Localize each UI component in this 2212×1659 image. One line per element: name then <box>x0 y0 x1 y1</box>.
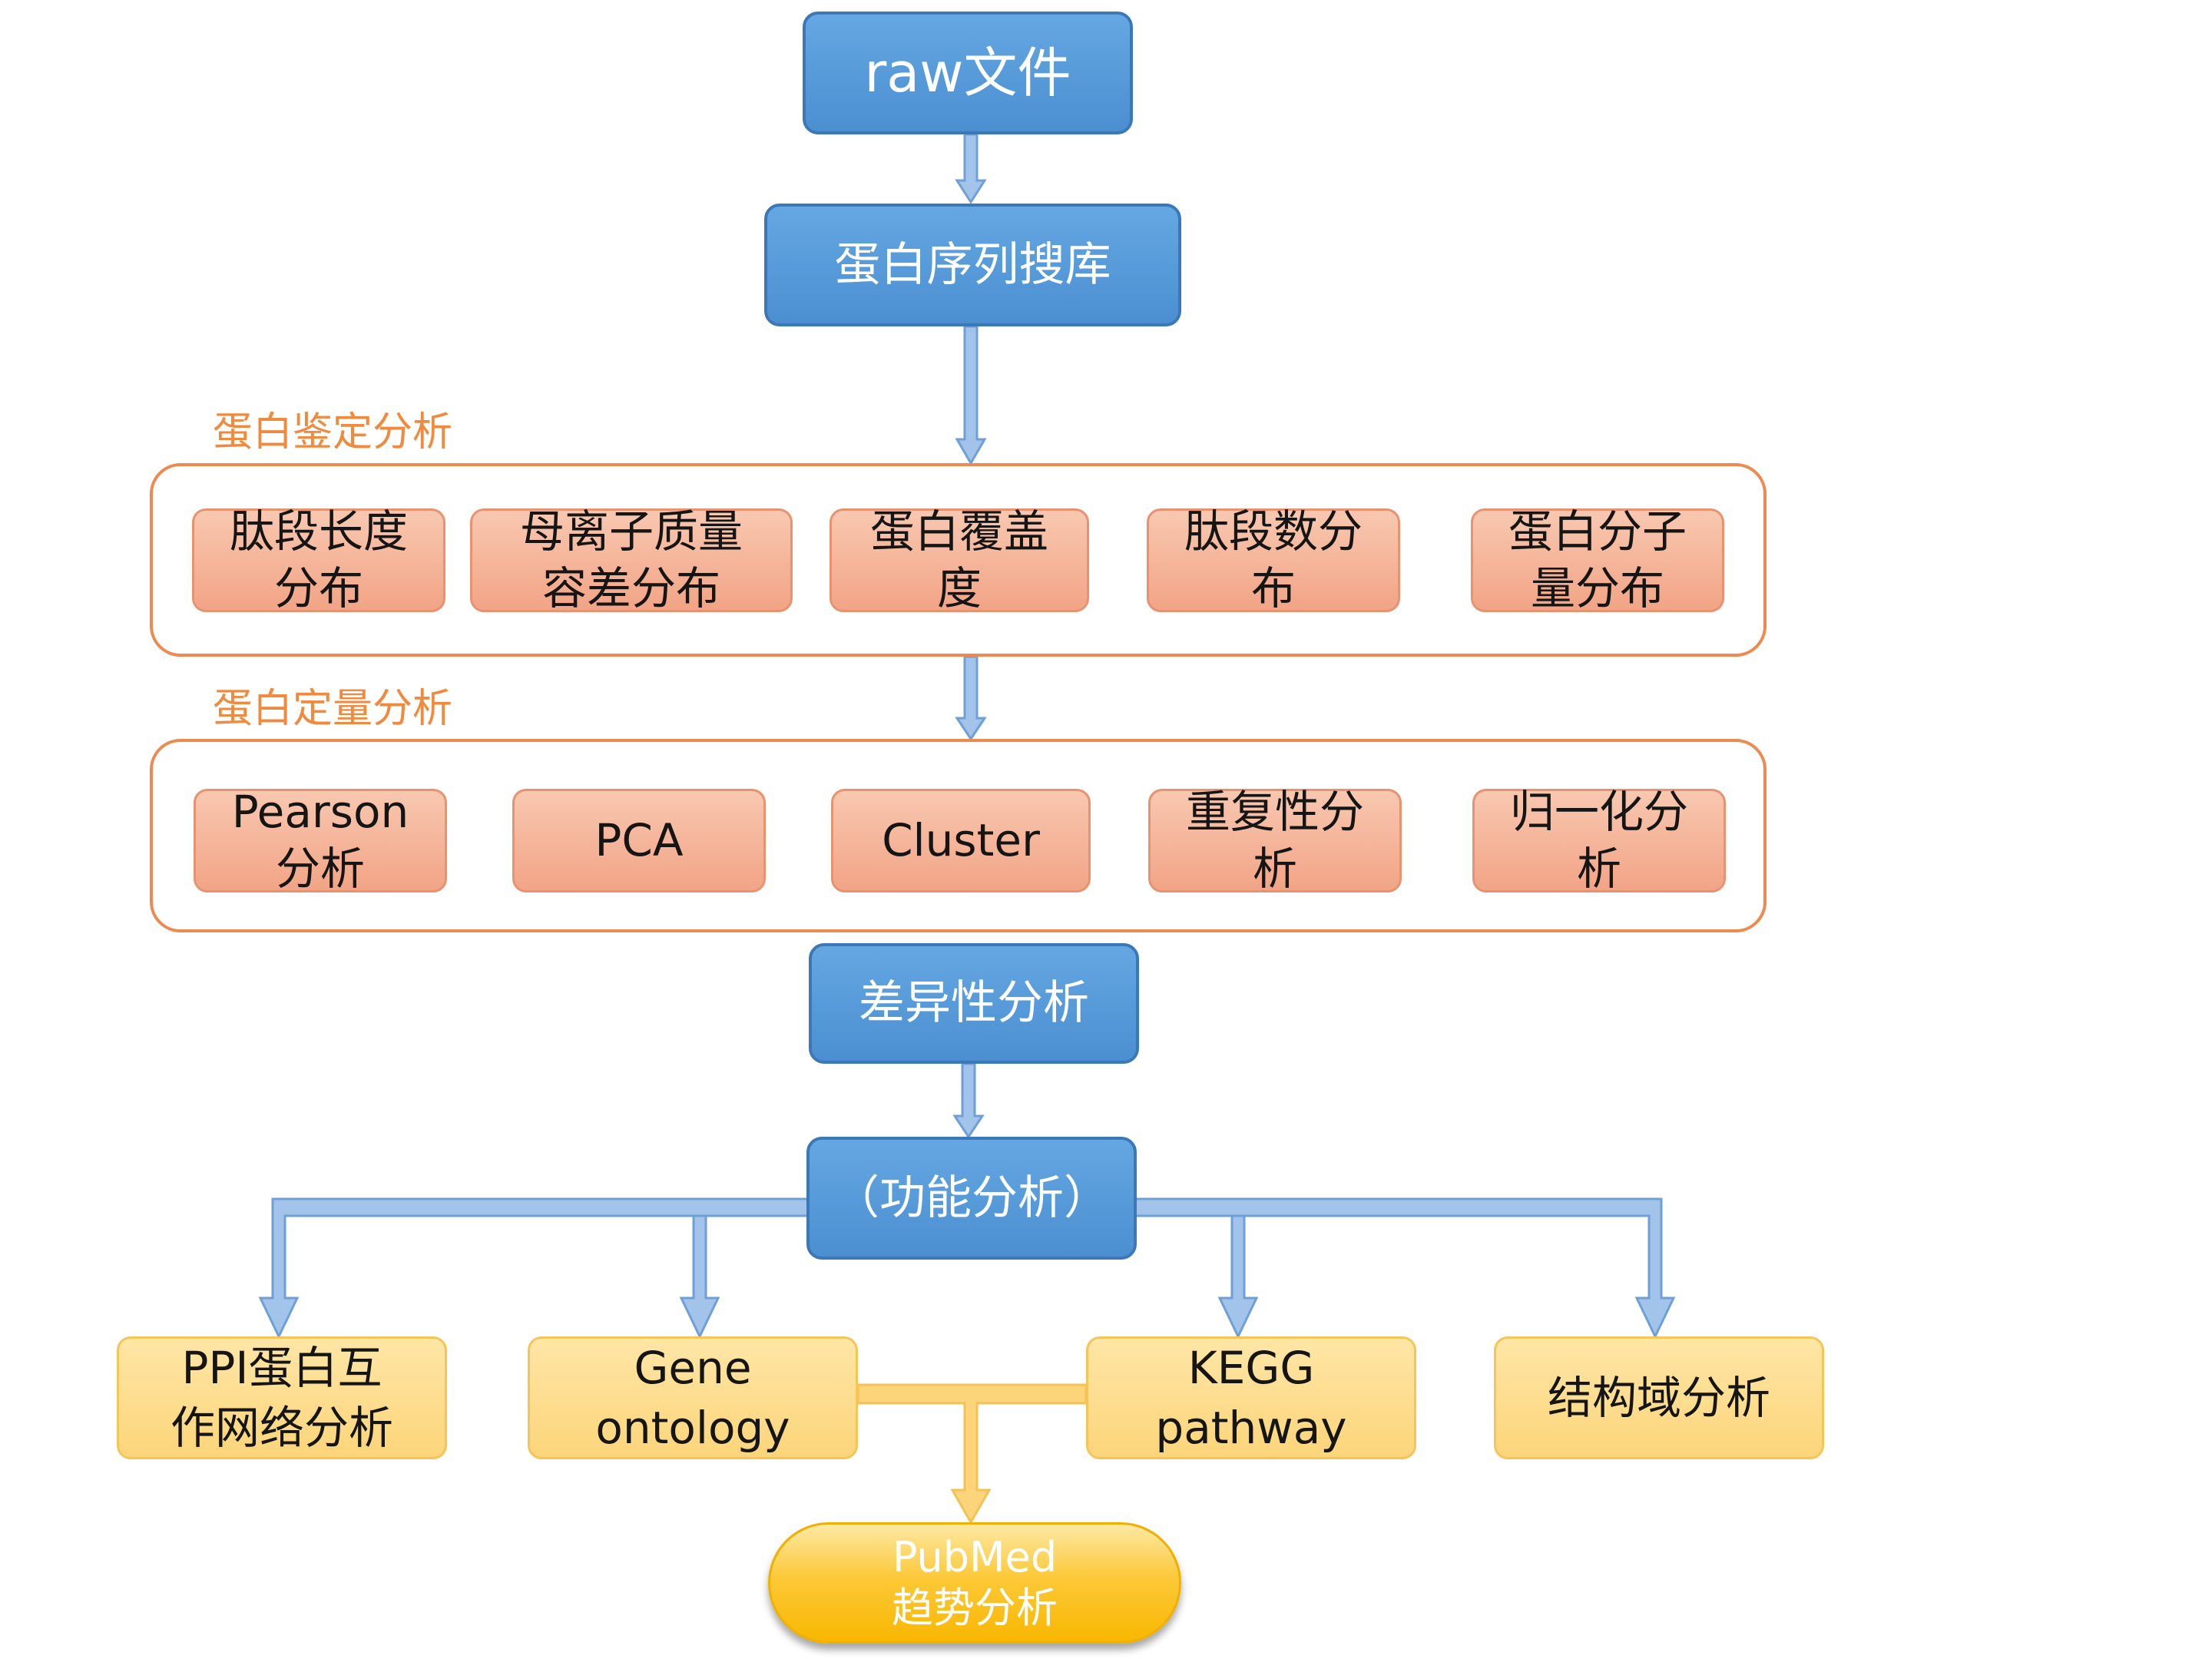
normalization-line2: 析 <box>1576 842 1621 895</box>
arrow-functional-to-domain <box>1134 1197 1676 1339</box>
functional-label: （功能分析） <box>833 1171 1110 1225</box>
pearson-line1: Pearson <box>231 785 409 838</box>
pca-node: PCA <box>512 789 766 892</box>
differential-label: 差异性分析 <box>859 976 1089 1030</box>
domain-node: 结构域分析 <box>1494 1336 1824 1459</box>
repeatability-line1: 重复性分 <box>1185 785 1364 838</box>
protein-coverage-line2: 度 <box>936 561 982 614</box>
peptide-length-node: 肽段长度分布 <box>192 505 445 614</box>
functional-node: （功能分析） <box>806 1137 1137 1260</box>
molecular-weight-line1: 蛋白分子 <box>1508 505 1687 558</box>
protein-coverage-line1: 蛋白覆盖 <box>869 505 1048 558</box>
molecular-weight-line2: 量分布 <box>1530 561 1664 614</box>
arrow-functional-to-ppi <box>258 1197 810 1339</box>
pca-label: PCA <box>594 813 684 866</box>
ppi-line2: 作网络分析 <box>170 1402 393 1454</box>
gene-ontology-node: Gene ontology <box>528 1336 858 1459</box>
ppi-node: PPI蛋白互作网络分析 <box>117 1336 447 1459</box>
cluster-node: Cluster <box>831 789 1091 892</box>
arrow-search-to-identification <box>955 325 987 465</box>
precursor-mass-line1: 母离子质量 <box>519 505 743 558</box>
arrow-differential-to-functional <box>952 1062 985 1139</box>
pubmed-line1: PubMed <box>892 1533 1058 1582</box>
raw-file-label: raw文件 <box>864 41 1071 104</box>
pubmed-line2: 趋势分析 <box>892 1584 1058 1632</box>
pearson-line2: 分析 <box>275 842 365 895</box>
raw-file-node: raw文件 <box>803 12 1133 134</box>
cluster-label: Cluster <box>882 813 1040 866</box>
repeatability-node: 重复性分析 <box>1148 786 1402 895</box>
gene-ontology-line2: ontology <box>595 1402 790 1454</box>
arrow-identification-to-quantification <box>955 655 987 741</box>
identification-section-label: 蛋白鉴定分析 <box>213 409 453 455</box>
molecular-weight-node: 蛋白分子量分布 <box>1471 505 1724 614</box>
gene-ontology-line1: Gene <box>634 1341 752 1394</box>
peptide-count-node: 肽段数分布 <box>1147 505 1400 614</box>
precursor-mass-node: 母离子质量容差分布 <box>470 505 793 614</box>
repeatability-line2: 析 <box>1252 842 1297 895</box>
search-db-label: 蛋白序列搜库 <box>834 237 1111 292</box>
kegg-line1: KEGG <box>1187 1341 1315 1394</box>
normalization-node: 归一化分析 <box>1472 786 1726 895</box>
kegg-node: KEGG pathway <box>1086 1336 1416 1459</box>
differential-node: 差异性分析 <box>809 943 1139 1064</box>
arrow-functional-to-go <box>679 1214 720 1339</box>
peptide-count-line2: 布 <box>1250 561 1296 614</box>
quantification-section-label: 蛋白定量分析 <box>213 686 453 732</box>
arrow-functional-to-kegg <box>1217 1214 1259 1339</box>
peptide-length-line2: 分布 <box>273 561 363 614</box>
search-db-node: 蛋白序列搜库 <box>764 204 1181 326</box>
ppi-line1: PPI蛋白互 <box>181 1341 382 1394</box>
domain-label: 结构域分析 <box>1547 1371 1770 1424</box>
normalization-line1: 归一化分 <box>1509 785 1688 838</box>
peptide-count-line1: 肽段数分 <box>1184 505 1363 558</box>
arrow-raw-to-search <box>955 133 987 204</box>
precursor-mass-line2: 容差分布 <box>541 561 720 614</box>
kegg-line2: pathway <box>1155 1402 1347 1454</box>
protein-coverage-node: 蛋白覆盖度 <box>830 505 1089 614</box>
peptide-length-line1: 肽段长度 <box>229 505 408 558</box>
